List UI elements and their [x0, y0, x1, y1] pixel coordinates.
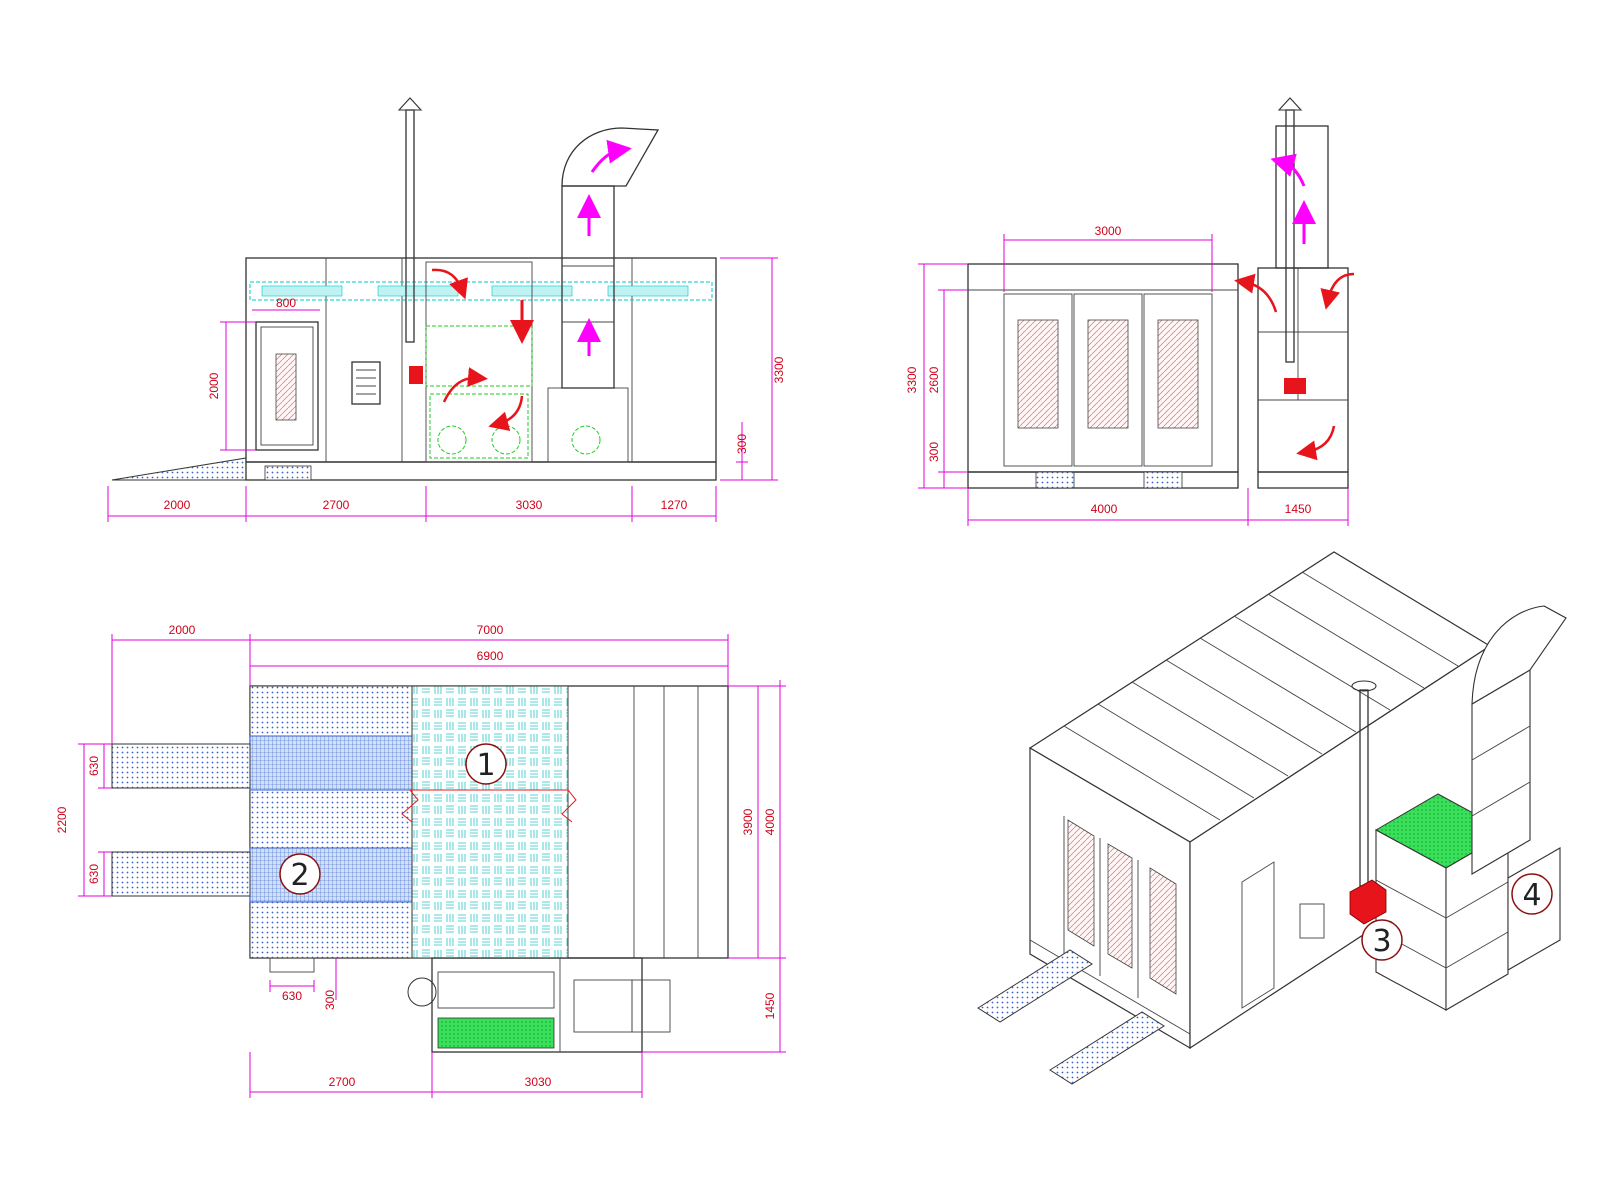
booth-base — [245, 461, 717, 481]
dim-plan-3900: 3900 — [741, 808, 755, 835]
isometric-view: 3 4 — [977, 551, 1567, 1085]
dim-side-3000: 3000 — [1095, 224, 1122, 238]
dim-front-800: 800 — [276, 296, 296, 310]
dim-side-3300: 3300 — [905, 366, 919, 393]
light-strip — [249, 281, 713, 301]
break-line — [401, 789, 577, 823]
floor-grating-bottom — [249, 847, 413, 903]
iso-door — [1241, 861, 1275, 1009]
dim-plan-2000: 2000 — [169, 623, 196, 637]
iso-window-middle — [1107, 843, 1133, 969]
dim-side-2600: 2600 — [927, 366, 941, 393]
side-exhaust-duct — [1275, 125, 1329, 269]
front-elevation-view: 2000 2700 3030 1270 2000 800 3300 300 — [107, 97, 786, 522]
side-door-right — [1143, 293, 1213, 467]
fan-left — [437, 425, 467, 455]
entry-ramp — [111, 457, 247, 481]
iso-ramp-left — [977, 949, 1093, 1023]
dim-front-3300: 3300 — [772, 356, 786, 383]
callout-4 — [1511, 873, 1553, 915]
side-chimney — [1285, 109, 1295, 363]
dim-plan-630-small: 630 — [282, 989, 302, 1003]
callout-1 — [465, 743, 507, 785]
callout-1-label: 1 — [476, 748, 495, 783]
plan-view: 1 2 2000 7000 6900 630 2200 630 3900 400… — [55, 623, 786, 1098]
dim-plan-630-bottom: 630 — [87, 864, 101, 884]
side-door-left — [1003, 293, 1073, 467]
dim-front-2700: 2700 — [323, 498, 350, 512]
exhaust-chimney — [405, 109, 415, 343]
side-window-left — [1017, 319, 1059, 429]
side-window-middle — [1087, 319, 1129, 429]
dim-plan-2700: 2700 — [329, 1075, 356, 1089]
dim-front-2000-height: 2000 — [207, 372, 221, 399]
side-door-middle — [1073, 293, 1143, 467]
dim-plan-630-top: 630 — [87, 756, 101, 776]
heat-exchanger — [425, 325, 533, 387]
side-burner — [1284, 378, 1306, 394]
iso-exhaust-duct — [1471, 669, 1531, 875]
side-elevation-view: 3000 4000 1450 3300 2600 300 — [905, 97, 1355, 526]
dim-side-4000: 4000 — [1091, 502, 1118, 516]
floor-grating-top — [249, 735, 413, 791]
plan-chimney-top — [407, 977, 437, 1007]
chimney-cap — [397, 97, 423, 111]
floor-filter-area — [411, 685, 569, 959]
base-vent — [264, 465, 312, 481]
dim-plan-2200: 2200 — [55, 806, 69, 833]
dim-side-300: 300 — [927, 442, 941, 462]
iso-window-right — [1149, 867, 1177, 995]
callout-3-label: 3 — [1372, 924, 1391, 959]
plan-ramp-top — [111, 743, 251, 789]
callout-2-label: 2 — [290, 858, 309, 893]
dim-front-2000-bottom: 2000 — [164, 498, 191, 512]
iso-burner — [1349, 879, 1387, 925]
dim-plan-7000: 7000 — [477, 623, 504, 637]
callout-3 — [1361, 919, 1403, 961]
personnel-door — [255, 321, 319, 451]
control-panel — [351, 361, 381, 405]
dim-plan-6900: 6900 — [477, 649, 504, 663]
side-machine-unit — [1257, 267, 1349, 473]
dim-front-3030: 3030 — [516, 498, 543, 512]
callout-4-label: 4 — [1522, 878, 1541, 913]
dim-side-1450: 1450 — [1285, 502, 1312, 516]
side-window-right — [1157, 319, 1199, 429]
plan-green-filter — [437, 1017, 555, 1049]
dim-plan-4000: 4000 — [763, 808, 777, 835]
fan-right — [491, 425, 521, 455]
plan-ramp-bottom — [111, 851, 251, 897]
dim-front-1270: 1270 — [661, 498, 688, 512]
iso-control-panel — [1299, 903, 1325, 939]
dim-plan-300: 300 — [323, 990, 337, 1010]
plan-machine-room — [431, 957, 643, 1053]
dim-plan-1450: 1450 — [763, 992, 777, 1019]
iso-window-left — [1067, 819, 1095, 947]
exhaust-fan — [571, 425, 601, 455]
callout-2 — [279, 853, 321, 895]
dim-front-300: 300 — [735, 434, 749, 454]
burner — [409, 366, 423, 384]
iso-ramp-right — [1049, 1011, 1165, 1085]
door-window — [275, 353, 297, 421]
dim-plan-3030: 3030 — [525, 1075, 552, 1089]
